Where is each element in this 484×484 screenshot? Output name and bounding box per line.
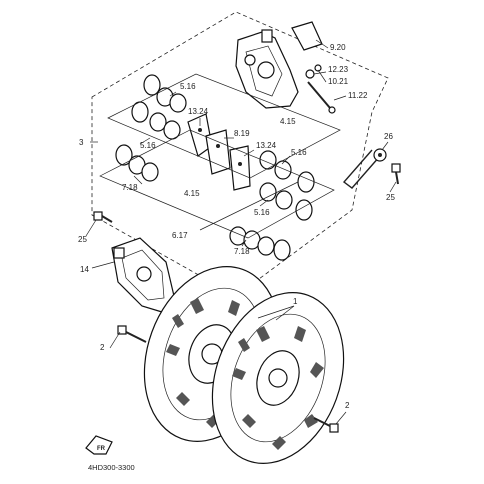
label-25-right: 25: [386, 193, 395, 202]
label-2-right: 2: [345, 401, 350, 410]
label-2-left: 2: [100, 343, 105, 352]
fr-mark-label: FR: [97, 446, 106, 452]
lower-caliper-body: [111, 237, 175, 313]
piston-set-upper: [131, 74, 187, 140]
pad-pin: [307, 81, 336, 114]
label-25-left: 25: [78, 235, 87, 244]
label-5-16-d: 5.16: [254, 208, 270, 217]
label-5-16-b: 5.16: [140, 141, 156, 150]
caliper-bolt-left: [93, 211, 113, 223]
brake-disc-right: [211, 292, 345, 464]
piston-set-lower: [229, 226, 291, 261]
label-1: 1: [293, 297, 298, 306]
label-11-22: 11.22: [348, 91, 368, 100]
label-8-19: 8.19: [234, 129, 250, 138]
leader-lines: [85, 39, 397, 425]
upper-caliper-body: [235, 29, 299, 109]
label-5-16-a: 5.16: [180, 82, 196, 91]
label-12-23: 12.23: [328, 65, 349, 74]
disc-bolt-left: [117, 325, 147, 343]
label-7-18-b: 7.18: [234, 247, 250, 256]
brake-pads: [187, 113, 251, 191]
piston-set-left: [115, 144, 159, 182]
label-5-16-c: 5.16: [291, 148, 307, 157]
label-4-15-upper: 4.15: [280, 117, 296, 126]
disc-bolt-right: [313, 417, 339, 433]
bleed-screw: [305, 64, 322, 79]
label-7-18-a: 7.18: [122, 183, 138, 192]
label-6-17: 6.17: [172, 231, 188, 240]
label-13-24-a: 13.24: [188, 107, 209, 116]
label-14: 14: [80, 265, 89, 274]
label-4-15-lower: 4.15: [184, 189, 200, 198]
label-26: 26: [384, 132, 393, 141]
label-13-24-b: 13.24: [256, 141, 277, 150]
fr-arrow-icon: FR: [85, 435, 113, 455]
label-3: 3: [79, 138, 84, 147]
caliper-bolt-right: [391, 163, 401, 185]
pad-spring: [291, 21, 323, 51]
pad-clip: [342, 148, 387, 189]
exploded-guide-lines: [99, 73, 341, 239]
diagram-code: 4HD300-3300: [88, 463, 135, 472]
label-10-21: 10.21: [328, 77, 349, 86]
label-9-20: 9.20: [330, 43, 346, 52]
